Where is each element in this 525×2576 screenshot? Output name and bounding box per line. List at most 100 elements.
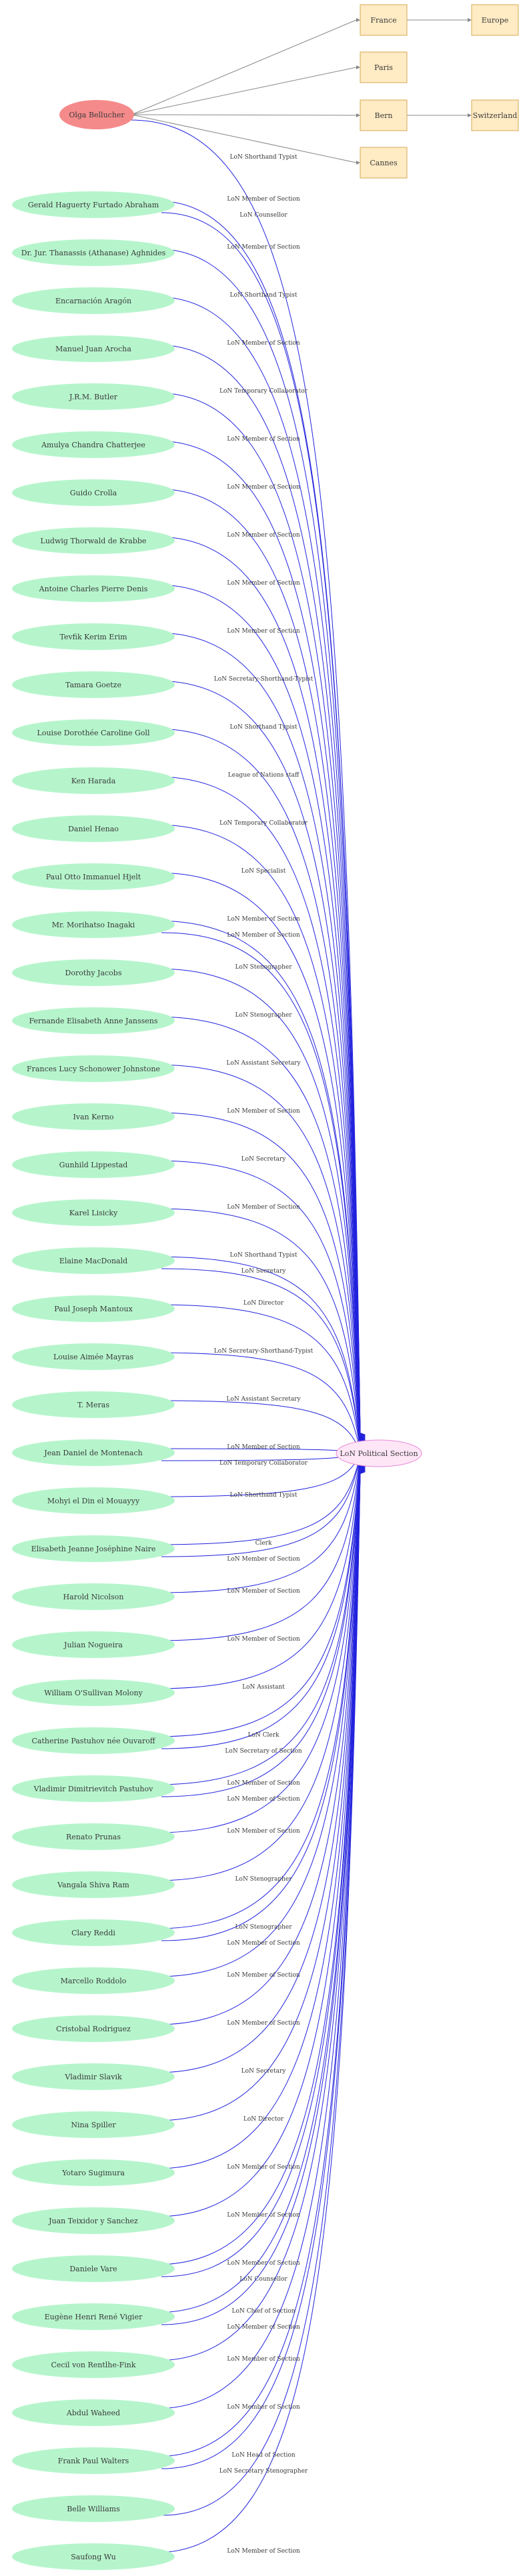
node-paul-joseph-mantoux[interactable]: Paul Joseph Mantoux: [12, 1295, 175, 1322]
node-france[interactable]: France: [360, 4, 408, 36]
node-julian-nogueira[interactable]: Julian Nogueira: [12, 1631, 175, 1658]
node-eugene-henri-rene-vigier[interactable]: Eugène Henri René Vigier: [12, 2303, 175, 2330]
edge-label-lon-director: LoN Director: [243, 2116, 284, 2123]
person-node-shape: [12, 1583, 175, 1610]
node-yotaro-sugimura[interactable]: Yotaro Sugimura: [12, 2159, 175, 2186]
node-gerald-haguerty-furtado-abraham[interactable]: Gerald Haguerty Furtado Abraham: [12, 191, 175, 218]
node-nina-spiller[interactable]: Nina Spiller: [12, 2111, 175, 2138]
edge-label-lon-member-of-section: LoN Member of Section: [227, 2356, 300, 2363]
person-node-label: Tamara Goetze: [65, 681, 121, 689]
node-cecil-von-rentlhe-fink[interactable]: Cecil von Rentlhe-Fink: [12, 2351, 175, 2378]
node-elisabeth-jeanne-josephine-naire[interactable]: Elisabeth Jeanne Joséphine Naire: [12, 1535, 175, 1562]
person-node-label: Catherine Pastuhov née Ouvaroff: [31, 1737, 155, 1745]
node-karel-lisicky[interactable]: Karel Lisicky: [12, 1199, 175, 1226]
node-clary-reddi[interactable]: Clary Reddi: [12, 1919, 175, 1946]
edge-arrowhead: [356, 65, 360, 69]
node-amulya-chandra-chatterjee[interactable]: Amulya Chandra Chatterjee: [12, 431, 175, 458]
node-mohyi-el-din-el-mouayyy[interactable]: Mohyi el Din el Mouayyy: [12, 1487, 175, 1514]
node-vladimir-slavik[interactable]: Vladimir Slavik: [12, 2063, 175, 2090]
node-jean-daniel-de-montenach[interactable]: Jean Daniel de Montenach: [12, 1439, 175, 1466]
node-cannes[interactable]: Cannes: [360, 147, 408, 179]
node-abdul-waheed[interactable]: Abdul Waheed: [12, 2399, 175, 2426]
edge-lon-assistant-secretary: [154, 1400, 361, 1453]
node-catherine-pastuhov-nee-ouvaroff[interactable]: Catherine Pastuhov née Ouvaroff: [12, 1727, 175, 1754]
person-node-shape: [12, 1823, 175, 1850]
edge-label-lon-stenographer: LoN Stenographer: [235, 1924, 292, 1931]
edge-label-lon-member-of-section: LoN Member of Section: [227, 580, 300, 587]
person-node-shape: [12, 1679, 175, 1706]
node-william-o-sullivan-molony[interactable]: William O'Sullivan Molony: [12, 1679, 175, 1706]
edge-lon-member-of-section: [154, 248, 361, 1436]
node-frances-lucy-schonower-johnstone[interactable]: Frances Lucy Schonower Johnstone: [12, 1055, 175, 1082]
person-node-shape: [12, 671, 175, 698]
edge-label-lon-assistant-secretary: LoN Assistant Secretary: [226, 1396, 301, 1403]
node-paul-otto-immanuel-hjelt[interactable]: Paul Otto Immanuel Hjelt: [12, 863, 175, 890]
node-tevfik-kerim-erim[interactable]: Tevfik Kerim Erim: [12, 623, 175, 650]
node-louise-dorothee-caroline-goll[interactable]: Louise Dorothée Caroline Goll: [12, 719, 175, 746]
node-manuel-juan-arocha[interactable]: Manuel Juan Arocha: [12, 335, 175, 362]
node-louise-aimee-mayras[interactable]: Louise Aimée Mayras: [12, 1343, 175, 1370]
node-antoine-charles-pierre-denis[interactable]: Antoine Charles Pierre Denis: [12, 575, 175, 602]
node-vladimir-dimitrievitch-pastuhov[interactable]: Vladimir Dimitrievitch Pastuhov: [12, 1775, 175, 1802]
edge-lon-secretary: [161, 1268, 361, 1451]
node-cristobal-rodriguez[interactable]: Cristobal Rodriguez: [12, 2015, 175, 2042]
edge-label-clerk: Clerk: [255, 1540, 272, 1547]
node-renato-prunas[interactable]: Renato Prunas: [12, 1823, 175, 1850]
edge-lon-temporary-collaborator: [154, 824, 361, 1444]
node-mr-morihatso-inagaki[interactable]: Mr. Morihatso Inagaki: [12, 911, 175, 938]
source-node-shape: [59, 100, 134, 129]
node-daniele-vare[interactable]: Daniele Vare: [12, 2255, 175, 2282]
node-j-r-m-butler[interactable]: J.R.M. Butler: [12, 383, 175, 410]
node-ken-harada[interactable]: Ken Harada: [12, 767, 175, 794]
person-node-shape: [12, 1439, 175, 1466]
edge-lon-member-of-section: [161, 932, 361, 1445]
node-elaine-macdonald[interactable]: Elaine MacDonald: [12, 1247, 175, 1274]
node-encarnacion-aragon[interactable]: Encarnación Aragón: [12, 287, 175, 314]
node-dr-jur-thanassis-athanase-aghnides[interactable]: Dr. Jur. Thanassis (Athanase) Aghnides: [12, 239, 175, 266]
place-node-shape: [360, 51, 408, 83]
edge-label-lon-secretary: LoN Secretary: [241, 1156, 287, 1163]
node-saufong-wu[interactable]: Saufong Wu: [12, 2543, 175, 2570]
edge-lon-clerk: [154, 1457, 361, 1737]
person-node-shape: [12, 1631, 175, 1658]
node-paris[interactable]: Paris: [360, 51, 408, 83]
person-node-label: Tevfik Kerim Erim: [59, 633, 127, 641]
node-fernande-elisabeth-anne-janssens[interactable]: Fernande Elisabeth Anne Janssens: [12, 1007, 175, 1034]
edge-label-lon-shorthand-typist: LoN Shorthand Typist: [230, 1492, 298, 1499]
node-dorothy-jacobs[interactable]: Dorothy Jacobs: [12, 959, 175, 986]
node-europe[interactable]: Europe: [471, 4, 519, 36]
edge-label-lon-counsellor: LoN Counsellor: [239, 2276, 288, 2283]
node-olga-bellucher[interactable]: Olga Bellucher: [59, 100, 134, 129]
person-node-shape: [12, 1727, 175, 1754]
node-marcello-roddolo[interactable]: Marcello Roddolo: [12, 1967, 175, 1994]
person-node-label: Daniele Vare: [69, 2265, 117, 2273]
edge-lon-member-of-section: [154, 584, 361, 1441]
node-juan-teixidor-y-sanchez[interactable]: Juan Teixidor y Sanchez: [12, 2207, 175, 2234]
edge-lon-member-of-section: [161, 1459, 361, 1797]
person-node-label: Paul Joseph Mantoux: [54, 1305, 133, 1313]
node-tamara-goetze[interactable]: Tamara Goetze: [12, 671, 175, 698]
person-node-label: Cecil von Rentlhe-Fink: [51, 2361, 135, 2369]
node-guido-crolla[interactable]: Guido Crolla: [12, 479, 175, 506]
node-belle-williams[interactable]: Belle Williams: [12, 2495, 175, 2522]
node-switzerland[interactable]: Switzerland: [471, 99, 519, 131]
node-lon-political-section[interactable]: LoN Political Section: [336, 1439, 422, 1467]
edge-lon-member-of-section: [154, 1208, 361, 1449]
node-ivan-kerno[interactable]: Ivan Kerno: [12, 1103, 175, 1130]
place-node-label: Europe: [482, 16, 509, 25]
place-node-label: Bern: [375, 111, 393, 120]
node-vangala-shiva-ram[interactable]: Vangala Shiva Ram: [12, 1871, 175, 1898]
edge-label-lon-member-of-section: LoN Member of Section: [227, 2164, 300, 2171]
node-daniel-henao[interactable]: Daniel Henao: [12, 815, 175, 842]
node-harold-nicolson[interactable]: Harold Nicolson: [12, 1583, 175, 1610]
person-node-label: Vladimir Dimitrievitch Pastuhov: [33, 1785, 153, 1793]
node-t-meras[interactable]: T. Meras: [12, 1391, 175, 1418]
edge-lon-member-of-section: [161, 1468, 361, 2325]
node-frank-paul-walters[interactable]: Frank Paul Walters: [12, 2447, 175, 2474]
node-bern[interactable]: Bern: [360, 99, 408, 131]
node-gunhild-lippestad[interactable]: Gunhild Lippestad: [12, 1151, 175, 1178]
node-ludwig-thorwald-de-krabbe[interactable]: Ludwig Thorwald de Krabbe: [12, 527, 175, 554]
edge-label-lon-member-of-section: LoN Member of Section: [227, 2324, 300, 2331]
edge-lon-member-of-section: [154, 1471, 361, 2553]
edge-lon-member-of-section: [154, 1469, 361, 2409]
